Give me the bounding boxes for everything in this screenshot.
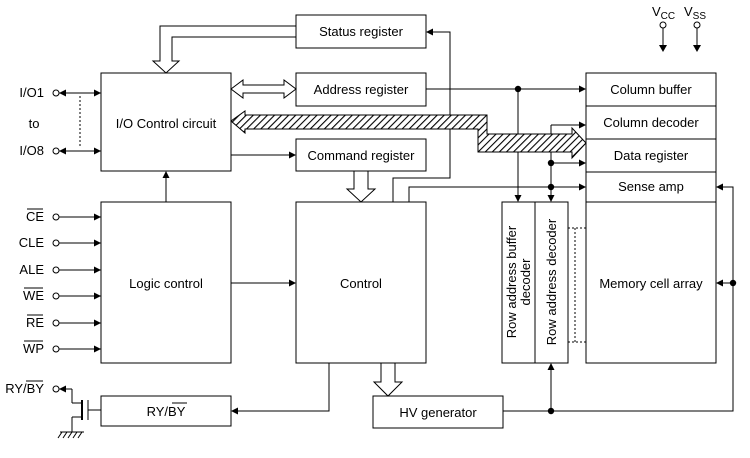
control-to-sense-amp-line <box>408 183 586 202</box>
pin-re-label: RE <box>26 315 44 330</box>
pin-ry-by-label: RY/BY <box>5 381 44 396</box>
pin-ale: ALE <box>19 262 60 277</box>
control-block: Control <box>295 201 427 364</box>
io-to-command-arrow <box>231 151 296 159</box>
control-to-status-line <box>392 28 451 202</box>
address-register-label: Address register <box>314 82 409 97</box>
pin-ce: CE <box>26 208 60 224</box>
status-register-label: Status register <box>319 24 403 39</box>
io-address-bidirectional-arrow <box>230 79 297 99</box>
address-register-block: Address register <box>295 72 427 107</box>
data-register-label: Data register <box>614 148 689 163</box>
column-decoder-block: Column decoder <box>585 105 717 140</box>
pin-we-label: WE <box>23 288 44 303</box>
row-address-decoder-label: Row address decoder <box>544 218 559 345</box>
logic-control-block: Logic control <box>100 201 232 364</box>
pin-we: WE <box>23 287 60 303</box>
pin-cle: CLE <box>19 235 60 250</box>
pin-ry-by: RY/BY <box>5 380 60 396</box>
row-address-decoder-block: Row address decoder <box>534 201 569 364</box>
vss-pin: VSS <box>684 4 706 52</box>
column-buffer-label: Column buffer <box>610 82 692 97</box>
logic-to-io-arrow <box>162 171 170 202</box>
memory-cell-array-label: Memory cell array <box>599 276 703 291</box>
pin-io1: I/O1 <box>19 85 60 100</box>
pin-re: RE <box>26 314 60 330</box>
sense-amp-label: Sense amp <box>618 179 684 194</box>
hv-generator-label: HV generator <box>399 405 477 420</box>
column-decoder-label: Column decoder <box>603 115 699 130</box>
memory-cell-array-block: Memory cell array <box>585 201 717 364</box>
control-label: Control <box>340 276 382 291</box>
column-buffer-block: Column buffer <box>585 72 717 107</box>
pin-cle-label: CLE <box>19 235 45 250</box>
io-control-circuit-label: I/O Control circuit <box>116 116 217 131</box>
pin-ce-label: CE <box>26 209 44 224</box>
command-to-control-hollow-arrow <box>345 170 377 203</box>
ry-by-block: RY/BY <box>100 395 232 427</box>
logic-control-label: Logic control <box>129 276 203 291</box>
command-register-label: Command register <box>308 148 416 163</box>
data-register-block: Data register <box>585 138 717 173</box>
vss-label: VSS <box>684 4 706 22</box>
row-address-buffer-decoder-block: Row address buffer decoder <box>501 201 536 364</box>
pin-ale-label: ALE <box>19 262 44 277</box>
pin-wp: WP <box>23 340 60 356</box>
column-decoder-data-register-links <box>547 121 586 202</box>
status-to-io-hollow-arrow <box>151 25 297 74</box>
pin-io1-label: I/O1 <box>19 85 44 100</box>
pin-io8: I/O8 <box>19 143 60 158</box>
logic-to-control-arrow <box>231 279 296 287</box>
ry-by-block-label: RY/BY <box>147 404 186 419</box>
sense-amp-block: Sense amp <box>585 171 717 203</box>
io-control-circuit-block: I/O Control circuit <box>100 72 232 172</box>
pin-wp-label: WP <box>23 341 44 356</box>
hv-generator-block: HV generator <box>372 395 504 429</box>
control-to-hv-hollow-arrow <box>372 362 404 397</box>
pin-to-label: to <box>29 116 40 131</box>
pin-io8-label: I/O8 <box>19 143 44 158</box>
vcc-pin: VCC <box>652 4 675 52</box>
io-wiring <box>59 89 101 155</box>
control-pin-wiring <box>59 213 101 353</box>
ry-by-output-transistor <box>59 385 101 432</box>
ground-icon <box>57 431 84 439</box>
hv-generator-wiring <box>503 183 737 415</box>
vcc-label: VCC <box>652 4 675 22</box>
command-register-block: Command register <box>295 138 427 172</box>
row-address-buffer-label-line2: decoder <box>518 258 533 306</box>
data-bus-hatched-arrow <box>230 110 587 160</box>
status-register-block: Status register <box>295 14 427 49</box>
row-address-buffer-label-line1: Row address buffer <box>504 225 519 338</box>
control-to-ry-by-line <box>231 363 330 415</box>
